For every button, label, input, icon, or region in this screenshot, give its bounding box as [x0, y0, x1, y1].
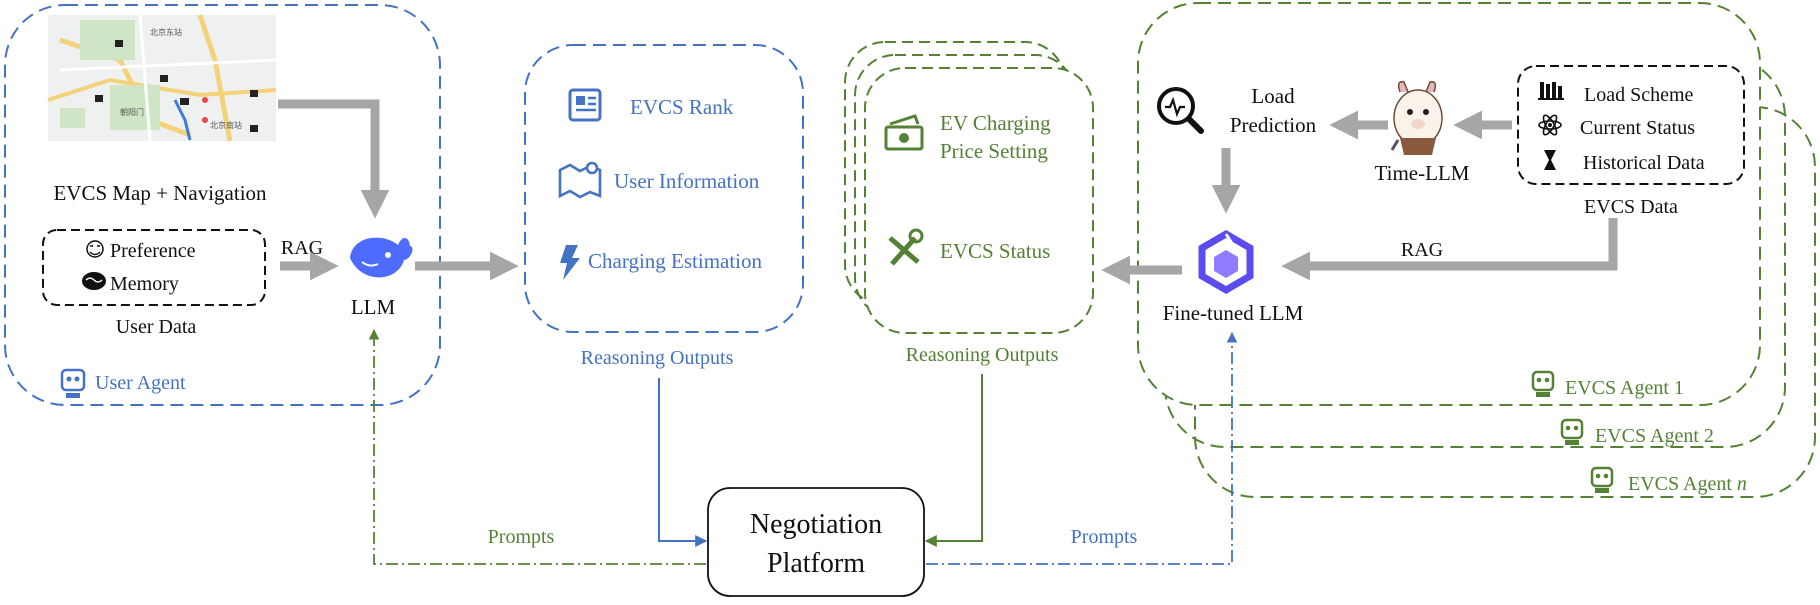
- alpaca-time-llm-icon: [1390, 80, 1443, 155]
- robot-icon: [1560, 418, 1584, 445]
- user-outputs-to-negotiation: [658, 378, 708, 547]
- current-status-label: Current Status: [1580, 117, 1695, 139]
- finetuned-llm-icon: [1198, 229, 1254, 295]
- evcs-agent-panels: EVCS Agent 1 EVCS Agent 2 EVCS Agent n L…: [1137, 2, 1816, 498]
- atom-icon: [1538, 114, 1562, 136]
- whale-llm-icon: [350, 237, 413, 278]
- negotiation-platform: Negotiation Platform: [707, 487, 925, 597]
- evcs-agent-2-label: EVCS Agent 2: [1595, 425, 1714, 447]
- map-label: EVCS Map + Navigation: [53, 181, 267, 205]
- smiley-icon: [86, 240, 104, 258]
- rag-label-user: RAG: [281, 237, 323, 259]
- evcs-agent-1-label: EVCS Agent 1: [1565, 377, 1684, 399]
- lightning-icon: [560, 245, 580, 280]
- memory-label: Memory: [110, 273, 179, 295]
- brain-icon: [82, 272, 106, 290]
- robot-icon: [1531, 370, 1555, 397]
- user-data-label: User Data: [116, 316, 197, 338]
- negotiation-line2: Platform: [767, 548, 865, 579]
- evcs-rank-label: EVCS Rank: [630, 95, 734, 119]
- evcs-status-label: EVCS Status: [940, 239, 1050, 263]
- evcs-reasoning-outputs: EV Charging Price Setting EVCS Status Re…: [844, 41, 1094, 366]
- rag-arrow-evcs: [1281, 218, 1618, 281]
- document-icon: [568, 88, 602, 122]
- robot-icon: [60, 368, 86, 398]
- books-icon: [1538, 82, 1564, 100]
- map-to-llm-arrow: [278, 99, 390, 219]
- prompts-to-user-llm: [368, 328, 706, 565]
- user-outputs-title: Reasoning Outputs: [581, 347, 734, 369]
- user-information-label: User Information: [614, 169, 760, 193]
- user-agent-panel: 北京东站 朝阳门 北京南站 EVCS Map + Navigation Pref…: [4, 4, 441, 406]
- negotiation-line1: Negotiation: [750, 509, 882, 540]
- money-icon: [884, 114, 924, 151]
- finetuned-llm-label: Fine-tuned LLM: [1163, 301, 1304, 325]
- price-setting-line1: EV Charging: [940, 111, 1051, 135]
- load-scheme-label: Load Scheme: [1584, 84, 1694, 106]
- load-prediction-line2: Prediction: [1230, 113, 1317, 137]
- rag-label-evcs: RAG: [1401, 239, 1443, 261]
- historical-data-label: Historical Data: [1583, 152, 1705, 174]
- map-poi: 北京南站: [210, 120, 242, 130]
- evcs-data-label: EVCS Data: [1584, 196, 1678, 218]
- map-poi: 北京东站: [150, 27, 182, 37]
- time-llm-label: Time-LLM: [1375, 161, 1470, 185]
- evcs-map-thumbnail: 北京东站 朝阳门 北京南站: [47, 14, 277, 142]
- charging-estimation-label: Charging Estimation: [588, 249, 763, 273]
- load-prediction-line1: Load: [1251, 84, 1295, 108]
- price-setting-line2: Price Setting: [940, 139, 1048, 163]
- magnifier-chart-icon: [1157, 87, 1204, 134]
- preference-label: Preference: [110, 240, 196, 262]
- tools-icon: [888, 228, 924, 266]
- evcs-outputs-title: Reasoning Outputs: [906, 344, 1059, 366]
- prompts-right-label: Prompts: [1071, 526, 1138, 548]
- hourglass-icon: [1544, 150, 1556, 170]
- robot-icon: [1590, 466, 1614, 493]
- evcs-data-box: [1517, 65, 1745, 185]
- prompts-left-label: Prompts: [488, 526, 555, 548]
- map-pin-icon: [558, 161, 602, 199]
- user-reasoning-outputs: EVCS Rank User Information Charging Esti…: [524, 44, 804, 369]
- map-poi: 朝阳门: [120, 107, 144, 117]
- user-data-box: [42, 229, 266, 306]
- evcs-outputs-to-negotiation: [924, 374, 983, 547]
- evcs-agent-n-label: EVCS Agent n: [1628, 473, 1747, 495]
- user-agent-label: User Agent: [95, 372, 186, 394]
- llm-label: LLM: [351, 295, 396, 319]
